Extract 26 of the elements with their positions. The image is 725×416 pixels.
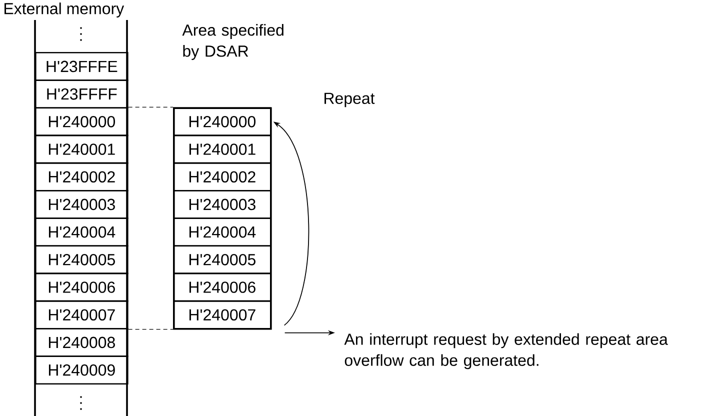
memory-cell: H'240006 xyxy=(173,272,272,302)
memory-cell: H'240000 xyxy=(35,107,128,136)
memory-cell: H'240009 xyxy=(35,356,128,384)
memory-cell: H'240000 xyxy=(173,107,272,136)
memory-cell: H'240003 xyxy=(35,190,128,219)
memory-cell: H'240002 xyxy=(35,162,128,192)
memory-cell: H'240004 xyxy=(35,218,128,246)
memory-cell: H'240006 xyxy=(35,272,128,302)
memory-cell: H'240004 xyxy=(173,218,272,246)
note-text: An interrupt request by extended repeat area overflow can be generated. xyxy=(344,333,668,370)
memory-cell: H'240002 xyxy=(173,162,272,192)
memory-cell: H'240007 xyxy=(173,300,272,330)
memory-cell: H'240005 xyxy=(173,245,272,274)
memory-cell: H'240003 xyxy=(173,190,272,219)
edge-label: Repeat xyxy=(322,92,376,108)
dashed-line xyxy=(128,106,174,108)
memory-cell: H'240005 xyxy=(35,245,128,274)
memory-cell: H'240008 xyxy=(35,328,128,357)
memory-cell: H'240001 xyxy=(173,134,272,164)
dashed-line xyxy=(128,328,174,330)
memory-cell: H'23FFFE xyxy=(35,52,128,81)
area-heading: Area specified by DSAR xyxy=(182,24,284,60)
memory-cell: H'23FFFF xyxy=(35,80,128,108)
memory-cell: H'240001 xyxy=(35,134,128,164)
memory-cell: H'240007 xyxy=(35,300,128,330)
memory-area xyxy=(173,107,272,330)
